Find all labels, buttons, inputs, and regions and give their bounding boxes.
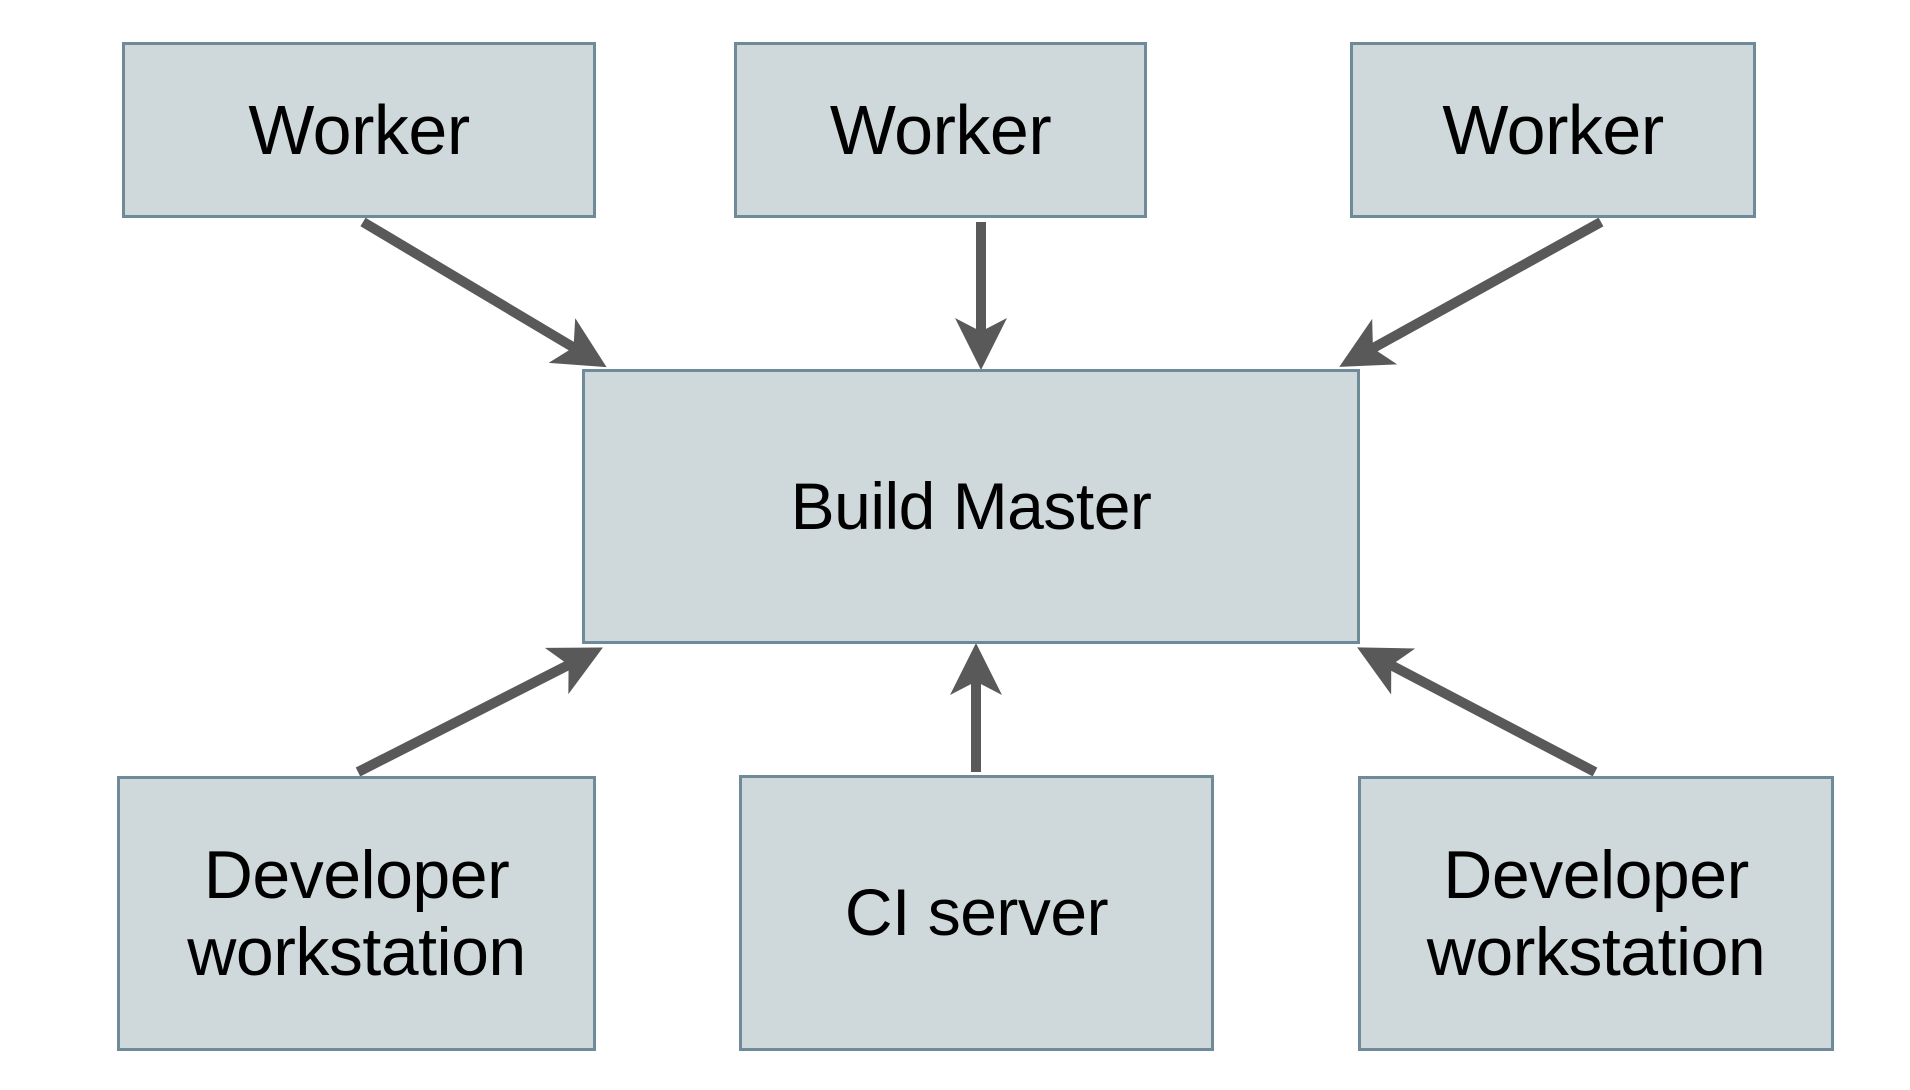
node-worker-2[interactable]: Worker — [734, 42, 1147, 218]
node-worker-3[interactable]: Worker — [1350, 42, 1756, 218]
node-label-build-master: Build Master — [790, 468, 1152, 543]
node-label-worker-2: Worker — [829, 90, 1052, 169]
node-worker-1[interactable]: Worker — [122, 42, 596, 218]
node-label-ci-server: CI server — [844, 875, 1109, 950]
node-label-developer-workstation-right: Developer workstation — [1426, 837, 1766, 990]
node-label-developer-workstation-left: Developer workstation — [187, 837, 526, 990]
node-label-worker-3: Worker — [1442, 90, 1664, 169]
node-developer-workstation-right[interactable]: Developer workstation — [1358, 776, 1834, 1051]
node-developer-workstation-left[interactable]: Developer workstation — [117, 776, 596, 1051]
edge-worker3-to-buildmaster — [1339, 217, 1604, 367]
node-label-worker-1: Worker — [248, 90, 470, 169]
edge-worker1-to-buildmaster — [360, 217, 607, 368]
node-ci-server[interactable]: CI server — [739, 775, 1214, 1051]
edge-devleft-to-buildmaster — [355, 647, 603, 777]
node-build-master[interactable]: Build Master — [582, 369, 1360, 644]
edge-devright-to-buildmaster — [1357, 647, 1598, 777]
